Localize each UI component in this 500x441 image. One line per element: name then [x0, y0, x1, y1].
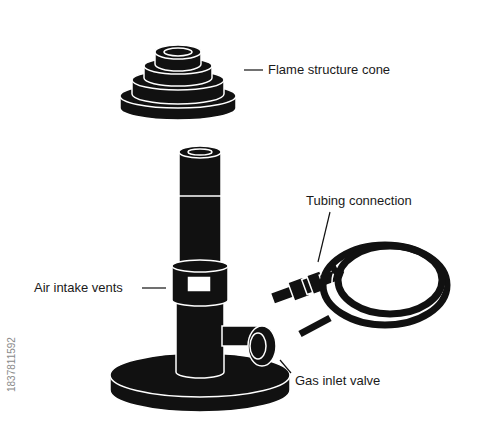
part-label: Flame structure cone — [268, 62, 390, 78]
hose-coil — [300, 245, 447, 334]
burner-base — [110, 300, 290, 412]
flame-cone — [120, 45, 236, 120]
leader-lines — [142, 70, 330, 373]
part-label: Air intake vents — [34, 280, 123, 296]
part-label: Tubing connection — [306, 193, 412, 209]
part-label: Gas inlet valve — [295, 373, 380, 389]
gas-valve — [222, 326, 276, 366]
burner-tube — [179, 146, 221, 267]
watermark: 1837811592 — [4, 337, 20, 392]
air-collar — [172, 260, 228, 306]
